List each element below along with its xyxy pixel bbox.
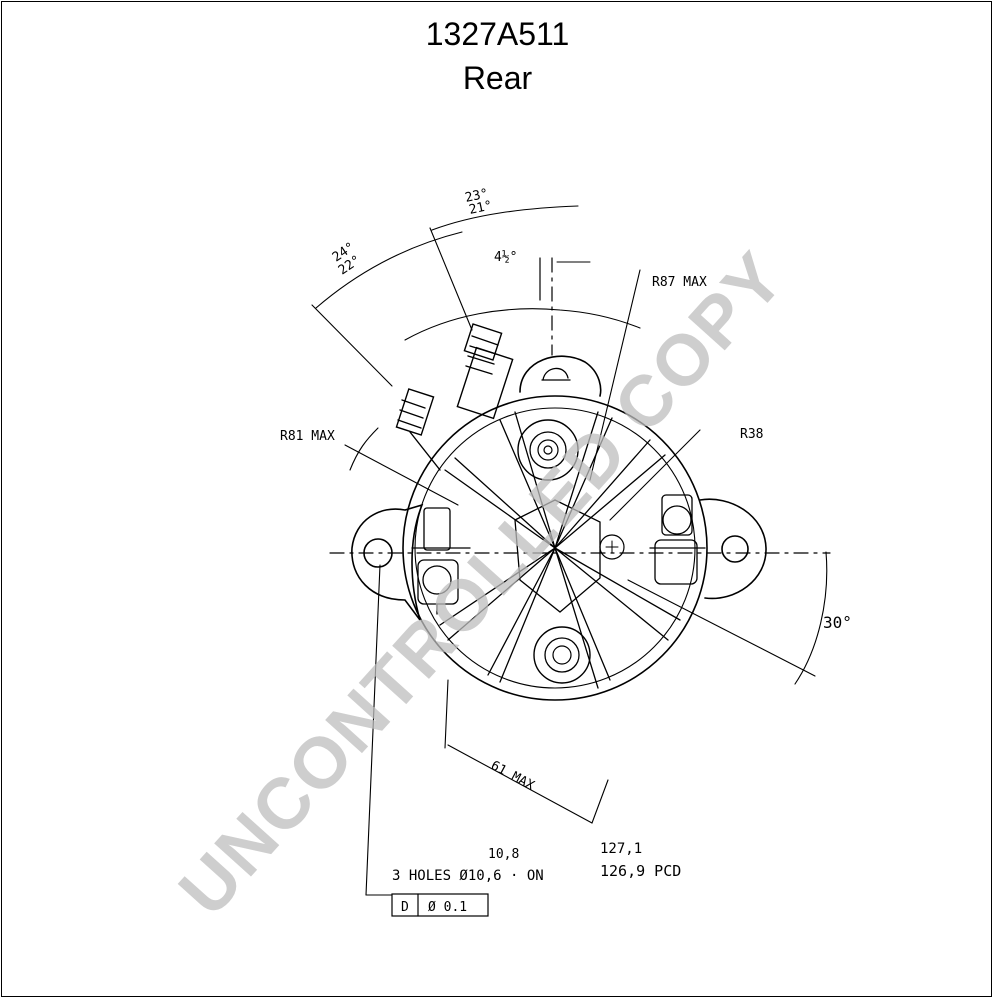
view-label: Rear [462, 60, 533, 96]
central-hub [514, 499, 601, 613]
r81-label: R81 MAX [280, 429, 335, 444]
uncontrolled-copy-watermark: UNCONTROLLED COPY [164, 237, 800, 931]
angle-inner-label: 23° [464, 186, 490, 206]
angle-dimension-lines [311, 205, 828, 896]
bottom-bearing [533, 626, 591, 684]
part-number-title: 1327A511 [425, 16, 570, 52]
mounting-flange-right [699, 498, 767, 600]
angle-30-label: 30° [823, 613, 852, 632]
mounting-flange [351, 503, 424, 621]
r38-label: R38 [740, 427, 763, 442]
feature-control-frame [391, 893, 489, 917]
mounting-hole-right [721, 535, 749, 563]
holes-note-label: 3 HOLES Ø10,6 · ON [392, 868, 544, 884]
tolerance-value-label: Ø 0.1 [428, 900, 467, 915]
terminal-stud-large [456, 323, 514, 420]
brush-holder-left [411, 507, 471, 615]
terminal-stud-small [395, 388, 441, 471]
brush-holder-right [649, 494, 706, 585]
pcd-upper-label: 127,1 [600, 841, 642, 857]
mounting-hole-left [363, 538, 393, 568]
top-bearing-nut [517, 419, 579, 481]
tolerance-datum-label: D [401, 900, 409, 915]
top-boss [519, 355, 602, 397]
hole-upper-label: 10,8 [488, 847, 519, 862]
housing-outer [402, 395, 708, 701]
r87-label: R87 MAX [652, 275, 707, 290]
pcd-lower-label: 126,9 PCD [600, 862, 681, 880]
radial-ribs [439, 411, 681, 689]
len-61-label: 61 MAX [488, 758, 537, 793]
offset-angle-label: 4½° [494, 250, 517, 265]
angle-inner-alt-label: 21° [468, 198, 494, 218]
